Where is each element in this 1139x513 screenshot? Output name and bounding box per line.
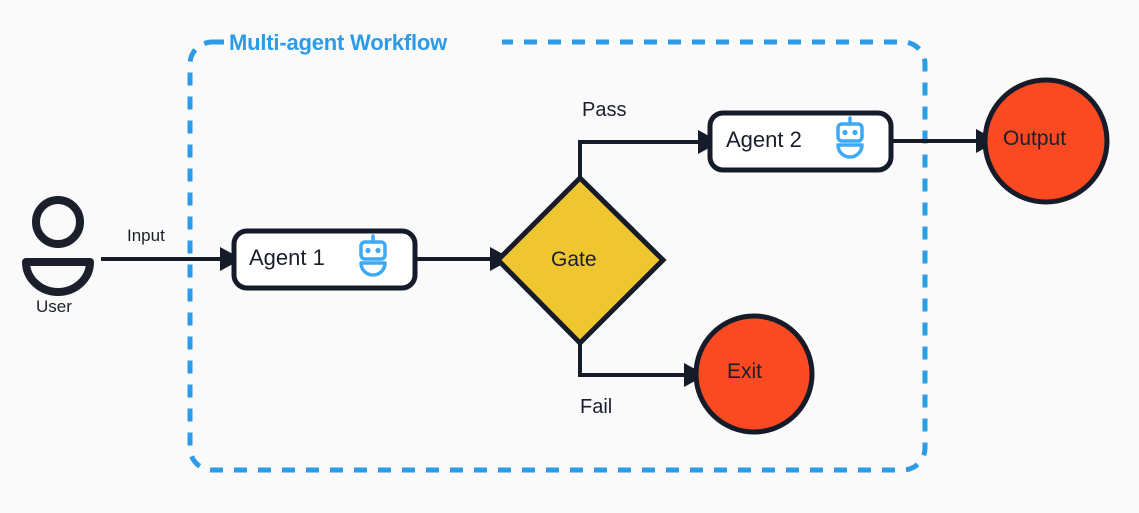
node-exit[interactable]: [693, 313, 815, 435]
edge-gate-to-exit: [578, 343, 706, 387]
node-agent2[interactable]: [707, 110, 894, 173]
node-agent1[interactable]: [231, 228, 418, 291]
edge-gate-to-agent2: [578, 130, 720, 178]
node-gate[interactable]: [494, 174, 667, 347]
robot-icon: [359, 234, 387, 277]
node-output[interactable]: [982, 77, 1110, 205]
workflow-group-boundary: [187, 39, 928, 473]
robot-icon: [836, 116, 864, 159]
user-icon: [22, 196, 94, 296]
group-title-mask: [224, 30, 502, 54]
